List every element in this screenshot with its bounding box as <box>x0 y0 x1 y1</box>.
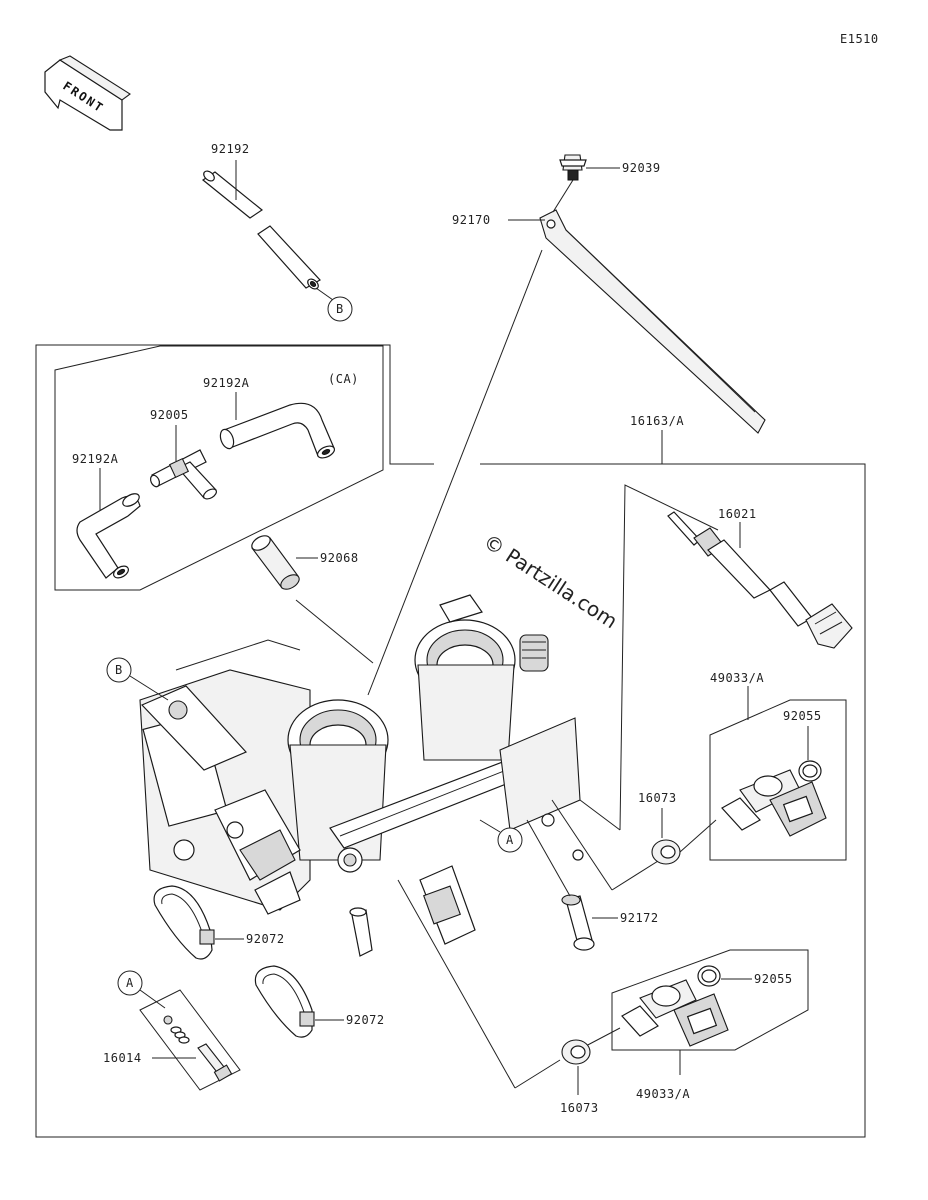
sensor-16021 <box>667 511 853 649</box>
bolt-92039 <box>559 154 587 181</box>
label-16163a: 16163/A <box>630 414 684 428</box>
label-92192a-left: 92192A <box>72 452 119 466</box>
tee-fitting-92005 <box>149 449 217 500</box>
label-49033a-top: 49033/A <box>710 671 764 685</box>
ref-a-center-label: A <box>506 833 514 847</box>
oring-92055-top <box>798 760 822 782</box>
label-92005: 92005 <box>150 408 189 422</box>
label-16021: 16021 <box>718 507 757 521</box>
kit-16014-frame <box>139 989 241 1091</box>
screw-kit-16014 <box>163 1015 233 1082</box>
hose-92192a-top <box>219 402 336 459</box>
label-92192a-top: 92192A <box>203 376 250 390</box>
ref-b-top <box>327 296 353 322</box>
ref-a-left-label: A <box>126 976 134 990</box>
clamp-92072-right <box>254 965 315 1038</box>
label-49033a-bottom: 49033/A <box>636 1087 690 1101</box>
ref-b-left-label: B <box>115 663 123 677</box>
ref-b-top-label: B <box>336 302 344 316</box>
label-92039: 92039 <box>622 161 661 175</box>
ca-subframe <box>54 345 384 591</box>
label-92072-right: 92072 <box>346 1013 385 1027</box>
ref-a-left <box>117 970 143 996</box>
ca-variant-label: (CA) <box>328 372 359 386</box>
label-92055-bottom: 92055 <box>754 972 793 986</box>
label-92192: 92192 <box>211 142 250 156</box>
oring-92055-bottom <box>697 965 721 987</box>
main-frame <box>35 344 866 1138</box>
label-92072-left: 92072 <box>246 932 285 946</box>
throttle-body-assembly <box>139 594 584 957</box>
sensor-subframe <box>619 484 719 831</box>
grommet-16073-bottom <box>561 1039 591 1065</box>
label-92170: 92170 <box>452 213 491 227</box>
hose-92192a-left <box>76 493 141 579</box>
label-16073-top: 16073 <box>638 791 677 805</box>
ref-a-center <box>497 827 523 853</box>
diagram-code: E1510 <box>840 32 879 46</box>
label-16014: 16014 <box>103 1051 142 1065</box>
label-92068: 92068 <box>320 551 359 565</box>
watermark: © Partzilla.com <box>479 529 622 633</box>
injector-bottom-subframe <box>611 949 809 1051</box>
label-16073-bottom: 16073 <box>560 1101 599 1115</box>
grommet-16073-top <box>651 839 681 865</box>
injector-49033a-bottom <box>621 979 729 1047</box>
injector-49033a-top <box>721 769 827 837</box>
label-92172: 92172 <box>620 911 659 925</box>
ref-b-left <box>106 657 132 683</box>
injector-top-subframe <box>709 699 847 861</box>
front-arrow-icon: FRONT <box>44 55 131 131</box>
bolt-92172 <box>561 894 595 951</box>
hose-92192 <box>201 170 321 290</box>
strap-92170 <box>539 209 766 434</box>
cap-92068 <box>251 535 300 590</box>
label-92055-top: 92055 <box>783 709 822 723</box>
clamp-92072-left <box>153 885 215 960</box>
